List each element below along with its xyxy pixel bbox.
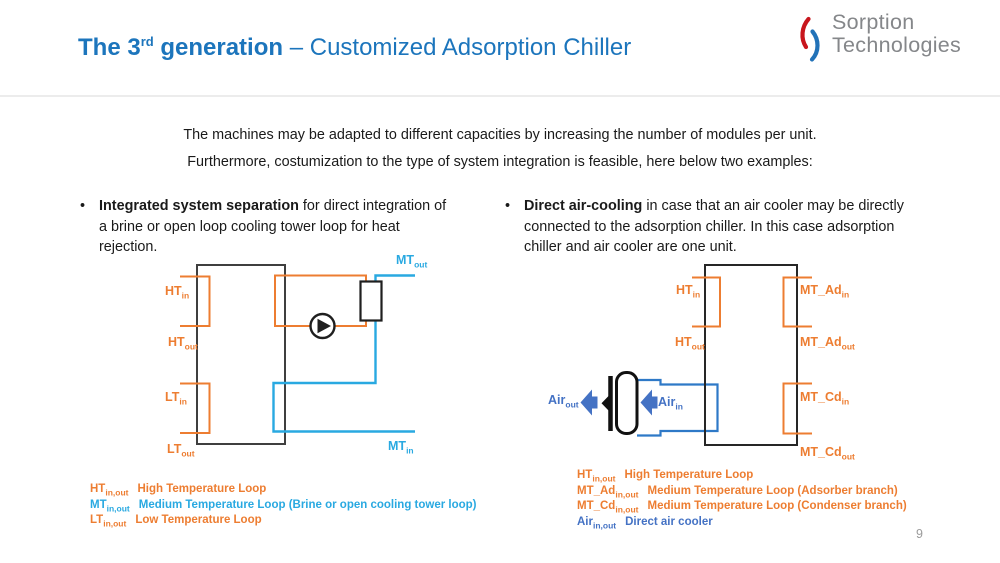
company-logo: Sorption Technologies bbox=[793, 6, 961, 68]
bullet-lead: Integrated system separation bbox=[99, 198, 299, 214]
pump-icon bbox=[309, 312, 336, 340]
integrated-separation-diagram bbox=[180, 264, 415, 445]
air-cooler-unit bbox=[615, 371, 639, 435]
label-mt-out: MTout bbox=[396, 253, 428, 270]
ht-recooling-loop bbox=[274, 274, 367, 327]
label-lt-in: LTin bbox=[165, 390, 187, 407]
bullet-rest: in case that an air cooler may be direct… bbox=[524, 198, 904, 256]
intro-paragraph: The machines may be adapted to different… bbox=[0, 122, 1000, 175]
ordinal-superscript: rd bbox=[140, 34, 154, 49]
intro-line-1: The machines may be adapted to different… bbox=[183, 127, 817, 143]
fan-icon bbox=[601, 376, 613, 431]
bullet-rest: for direct integration of a brine or ope… bbox=[99, 198, 447, 256]
page-number: 9 bbox=[916, 527, 923, 541]
label-mt-cd-in: MT_Cdin bbox=[800, 390, 850, 407]
bullet-text: Integrated system separation for direct … bbox=[99, 196, 455, 258]
mt-loop-line bbox=[272, 274, 415, 433]
page-title: The 3rd generation – Customized Adsorpti… bbox=[78, 34, 631, 62]
label-air-out: Airout bbox=[548, 393, 579, 410]
bullet-marker bbox=[80, 196, 90, 258]
bullet-direct-air-cooling: Direct air-cooling in case that an air c… bbox=[505, 196, 917, 258]
label-ht-in: HTin bbox=[165, 284, 190, 301]
air-out-arrow-icon bbox=[580, 389, 598, 416]
intro-line-2: Furthermore, costumization to the type o… bbox=[187, 153, 813, 170]
title-highlight: The 3rd generation bbox=[78, 34, 284, 61]
logo-text: Sorption Technologies bbox=[832, 11, 961, 57]
header-divider bbox=[0, 95, 1000, 97]
logo-mark-icon bbox=[800, 16, 820, 62]
label-mt-ad-in: MT_Adin bbox=[800, 283, 850, 300]
label-air-in: Airin bbox=[658, 395, 683, 412]
air-in-arrow-icon bbox=[640, 389, 658, 416]
label-mt-ad-out: MT_Adout bbox=[800, 335, 855, 352]
label-ht-out: HTout bbox=[168, 335, 198, 352]
bullet-integrated-system: Integrated system separation for direct … bbox=[80, 196, 462, 258]
bullet-marker bbox=[505, 196, 515, 258]
label-ht-out: HTout bbox=[675, 335, 705, 352]
label-lt-out: LTout bbox=[167, 442, 195, 459]
heat-exchanger-icon bbox=[359, 280, 383, 322]
label-ht-in: HTin bbox=[676, 283, 701, 300]
chiller-module-outline bbox=[704, 264, 798, 446]
chiller-module-outline bbox=[196, 264, 286, 445]
bullet-text: Direct air-cooling in case that an air c… bbox=[524, 196, 916, 258]
logo-line-1: Sorption bbox=[832, 10, 915, 34]
label-mt-cd-out: MT_Cdout bbox=[800, 445, 855, 462]
label-mt-in: MTin bbox=[388, 439, 414, 456]
title-subtitle: – Customized Adsorption Chiller bbox=[283, 34, 632, 61]
logo-line-2: Technologies bbox=[832, 33, 962, 57]
bullet-lead: Direct air-cooling bbox=[524, 198, 643, 214]
